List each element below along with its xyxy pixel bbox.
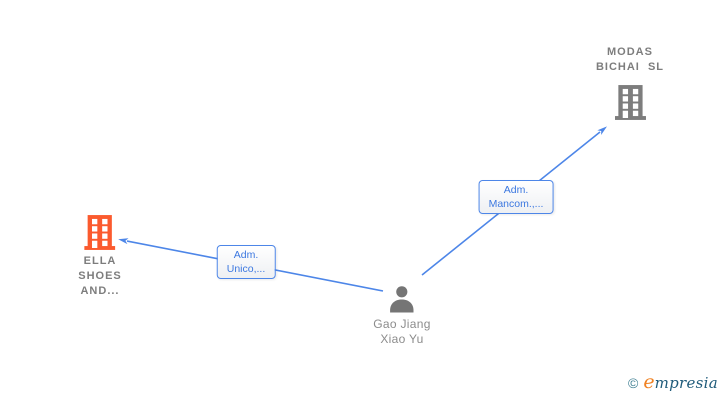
edge-label-adm-unico[interactable]: Adm. Unico,... [216,245,276,279]
node-label: Gao Jiang Xiao Yu [373,317,430,346]
copyright-icon: © [628,375,639,391]
logo-rest: mpresia [654,374,718,392]
edge-label-adm-mancom[interactable]: Adm. Mancom.,... [478,180,554,214]
edge-label-line: Mancom.,... [488,198,544,210]
edge-label-line: Adm. [503,184,529,196]
empresia-logo-text: empresia [643,371,718,393]
building-icon [84,215,116,250]
empresia-watermark: © empresia [628,371,718,393]
node-label-line: BICHAI SL [595,61,665,73]
node-gao-jiang-xiao-yu[interactable]: Gao Jiang Xiao Yu [373,284,430,346]
node-label-line: ELLA [83,255,117,267]
node-label-line: Xiao Yu [380,331,424,346]
node-label-line: Gao Jiang [373,317,431,331]
node-label-line: MODAS [607,46,653,58]
node-label-line: AND... [80,285,120,297]
edge-label-line: Unico,... [226,263,266,275]
logo-lead-letter: e [643,371,655,393]
node-modas-bichai[interactable]: MODAS BICHAI SL [596,45,664,120]
node-label: ELLA SHOES AND... [78,254,122,299]
person-icon [390,286,414,313]
node-ella-shoes[interactable]: ELLA SHOES AND... [78,215,122,299]
node-label-line: SHOES [78,270,122,282]
node-label: MODAS BICHAI SL [596,45,664,75]
edge-label-line: Adm. [233,249,259,261]
building-icon [614,85,646,120]
